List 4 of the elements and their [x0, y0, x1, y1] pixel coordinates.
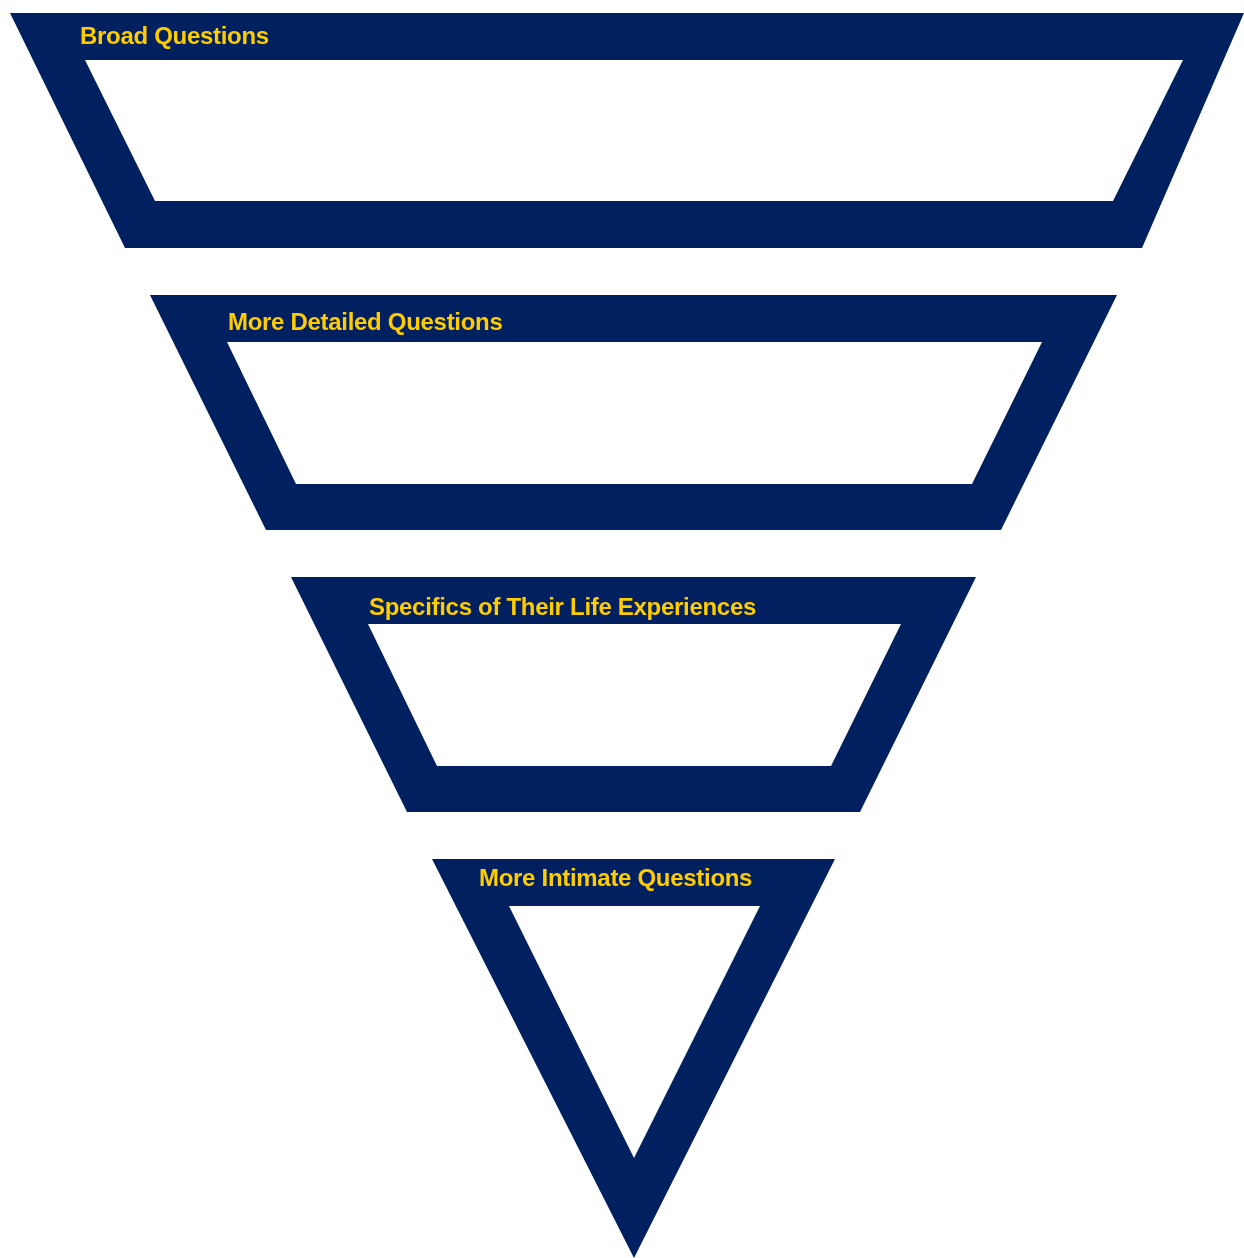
funnel-label: More Intimate Questions: [479, 864, 753, 892]
funnel-label: More Detailed Questions: [228, 308, 503, 336]
funnel-label: Specifics of Their Life Experiences: [369, 593, 756, 621]
funnel-label: Broad Questions: [80, 22, 269, 50]
